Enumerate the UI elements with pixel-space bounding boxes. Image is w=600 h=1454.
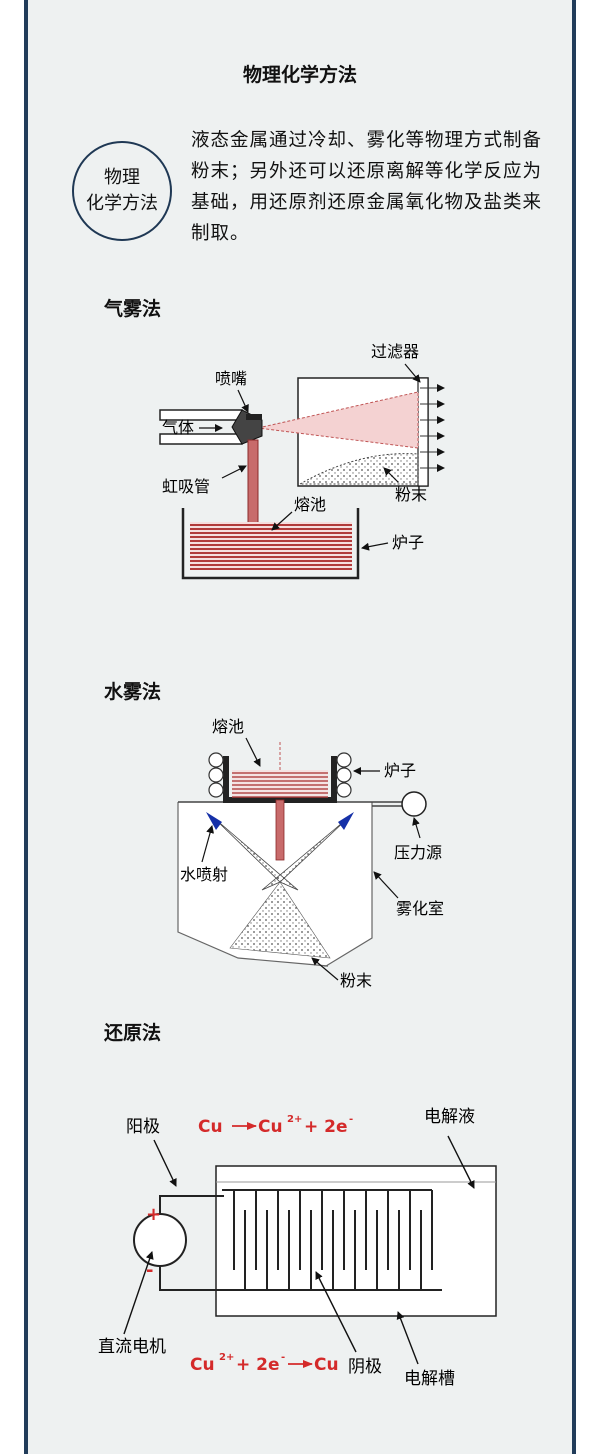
label-cathode: 阴极 xyxy=(348,1357,382,1377)
gas-filter xyxy=(417,377,429,487)
right-nozzle xyxy=(338,812,354,830)
minus-sign: - xyxy=(146,1260,153,1281)
label-tank: 电解槽 xyxy=(404,1369,455,1389)
water-melt-pool xyxy=(232,770,328,798)
water-powder-pile xyxy=(229,881,331,959)
cathode-eq-ion: Cu xyxy=(190,1355,215,1375)
water-atomization-diagram: 熔池 炉子 压力源 水喷射 雾化室 粉末 xyxy=(177,717,444,990)
left-nozzle xyxy=(206,812,222,830)
gas-melt-pool xyxy=(190,522,352,570)
right-water-jet xyxy=(261,817,349,891)
anode-eq-electron-charge: - xyxy=(349,1114,353,1125)
gas-spray-cone xyxy=(257,391,419,449)
reduction-diagram: + - 阳极 电解液 直流电机 阴极 电解槽 Cu Cu 2+ + 2e - C… xyxy=(98,1107,497,1389)
label-water-jet: 水喷射 xyxy=(180,865,228,884)
cathode-wire xyxy=(159,1266,224,1291)
gas-atomization-heading: 气雾法 xyxy=(104,298,162,320)
label-chamber: 雾化室 xyxy=(396,899,444,918)
cathode-eq-electrons: + 2e xyxy=(236,1355,280,1375)
label-water-furnace: 炉子 xyxy=(384,761,416,780)
nozzle-tip xyxy=(246,414,262,420)
left-water-jet xyxy=(213,817,299,891)
label-anode: 阳极 xyxy=(126,1117,160,1137)
label-pressure-source: 压力源 xyxy=(394,843,442,862)
badge-line-1: 物理 xyxy=(104,167,140,188)
metal-stream xyxy=(275,799,285,861)
pressure-source xyxy=(401,791,427,817)
plus-sign: + xyxy=(146,1204,161,1225)
anode-eq-cu: Cu xyxy=(198,1117,223,1137)
water-atomization-heading: 水雾法 xyxy=(104,681,162,703)
label-gas: 气体 xyxy=(162,418,194,437)
intro-text: 液态金属通过冷却、雾化等物理方式制备粉末；另外还可以还原离解等化学反应为基础，用… xyxy=(191,130,543,244)
page-title: 物理化学方法 xyxy=(242,64,357,86)
cathode-equation: Cu 2+ + 2e - Cu xyxy=(190,1352,339,1375)
label-water-melt-pool: 熔池 xyxy=(212,717,244,736)
cathode-eq-cu: Cu xyxy=(314,1355,339,1375)
gas-furnace xyxy=(181,508,360,580)
label-nozzle: 喷嘴 xyxy=(215,369,247,388)
label-gas-powder: 粉末 xyxy=(395,485,427,504)
label-siphon: 虹吸管 xyxy=(162,477,210,496)
reduction-heading: 还原法 xyxy=(104,1022,162,1044)
anode-eq-electrons: + 2e xyxy=(304,1117,348,1137)
label-filter: 过滤器 xyxy=(371,342,419,361)
gas-powder-pile xyxy=(298,453,419,485)
anode-wire xyxy=(159,1195,224,1214)
anode-eq-ion: Cu xyxy=(258,1117,283,1137)
furnace-coils xyxy=(208,752,352,798)
anode-equation: Cu Cu 2+ + 2e - xyxy=(198,1114,353,1137)
filter-arrows xyxy=(420,384,445,472)
label-electrolyte: 电解液 xyxy=(424,1107,475,1127)
method-badge: 物理 化学方法 xyxy=(72,141,172,241)
cathode-eq-ion-charge: 2+ xyxy=(219,1352,234,1363)
anode-eq-ion-charge: 2+ xyxy=(287,1114,302,1125)
label-motor: 直流电机 xyxy=(98,1337,166,1357)
label-gas-furnace: 炉子 xyxy=(392,533,424,552)
badge-line-2: 化学方法 xyxy=(86,193,158,214)
electrodes xyxy=(222,1189,442,1291)
label-water-powder: 粉末 xyxy=(340,971,372,990)
cathode-eq-electron-charge: - xyxy=(281,1352,285,1363)
gas-atomization-diagram: 过滤器 喷嘴 气体 虹吸管 熔池 粉末 炉子 xyxy=(159,342,445,580)
label-gas-melt-pool: 熔池 xyxy=(294,495,326,514)
